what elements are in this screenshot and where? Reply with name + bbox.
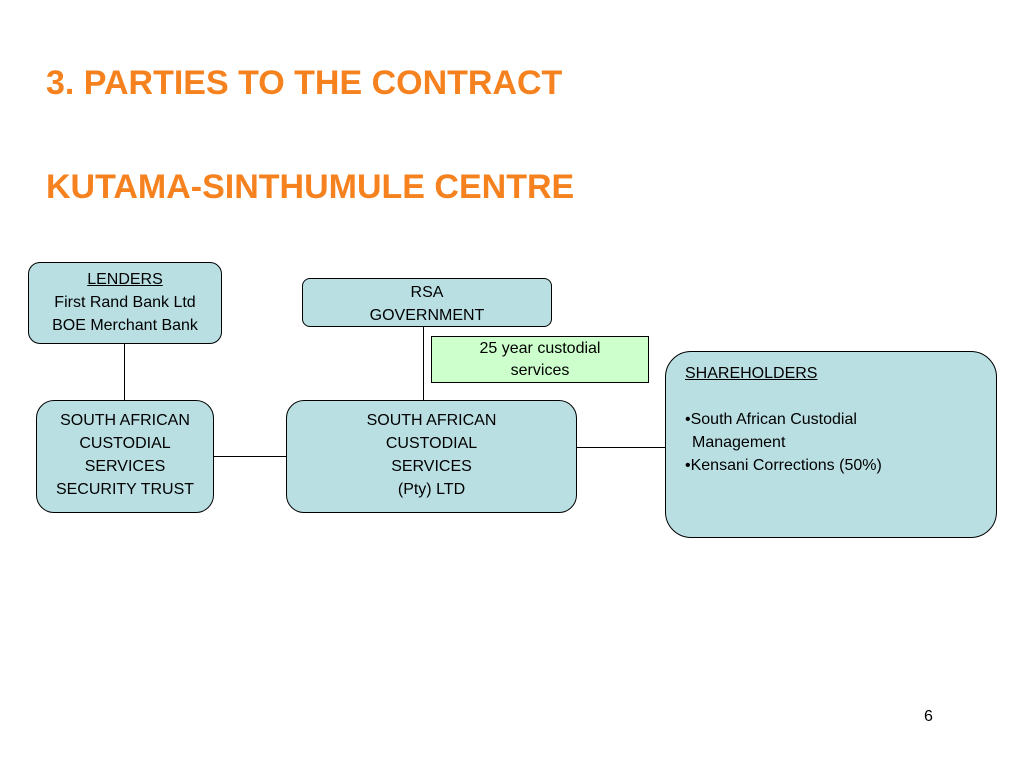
pty-line: SOUTH AFRICAN <box>366 412 497 429</box>
shareholder-item-continuation: Management <box>692 434 786 451</box>
rsa-line: RSA <box>410 284 444 301</box>
trust-line: SERVICES <box>84 458 166 475</box>
shareholder-item: •Kensani Corrections (50%) <box>685 457 882 474</box>
shareholder-item: •South African Custodial <box>685 411 857 428</box>
shareholders-box: SHAREHOLDERS •South African Custodial Ma… <box>665 351 997 538</box>
pty-to-shareholders-connector <box>577 447 665 448</box>
custodial-services-note: 25 year custodial services <box>431 336 649 383</box>
page-number: 6 <box>924 708 933 725</box>
lenders-box: LENDERS First Rand Bank Ltd BOE Merchant… <box>28 262 222 344</box>
rsa-line: GOVERNMENT <box>369 307 485 324</box>
rsa-to-pty-connector <box>423 327 424 400</box>
trust-line: SECURITY TRUST <box>55 481 195 498</box>
shareholders-heading: SHAREHOLDERS <box>685 365 818 382</box>
spacer <box>685 385 996 408</box>
lenders-heading: LENDERS <box>87 271 163 288</box>
note-line: 25 year custodial <box>479 340 601 357</box>
trust-line: SOUTH AFRICAN <box>60 412 190 429</box>
lender-line: BOE Merchant Bank <box>52 317 198 334</box>
pty-line: (Pty) LTD <box>397 481 466 498</box>
trust-line: CUSTODIAL <box>79 435 171 452</box>
rsa-government-box: RSA GOVERNMENT <box>302 278 552 327</box>
security-trust-box: SOUTH AFRICAN CUSTODIAL SERVICES SECURIT… <box>36 400 214 513</box>
pty-line: SERVICES <box>391 458 472 475</box>
slide-title: 3. PARTIES TO THE CONTRACT <box>46 64 563 102</box>
pty-line: CUSTODIAL <box>385 435 478 452</box>
lender-line: First Rand Bank Ltd <box>54 294 196 311</box>
lenders-to-trust-connector <box>124 344 125 400</box>
slide-subtitle: KUTAMA-SINTHUMULE CENTRE <box>46 168 575 206</box>
note-line: services <box>510 362 570 379</box>
trust-to-pty-connector <box>214 456 286 457</box>
pty-ltd-box: SOUTH AFRICAN CUSTODIAL SERVICES (Pty) L… <box>286 400 577 513</box>
